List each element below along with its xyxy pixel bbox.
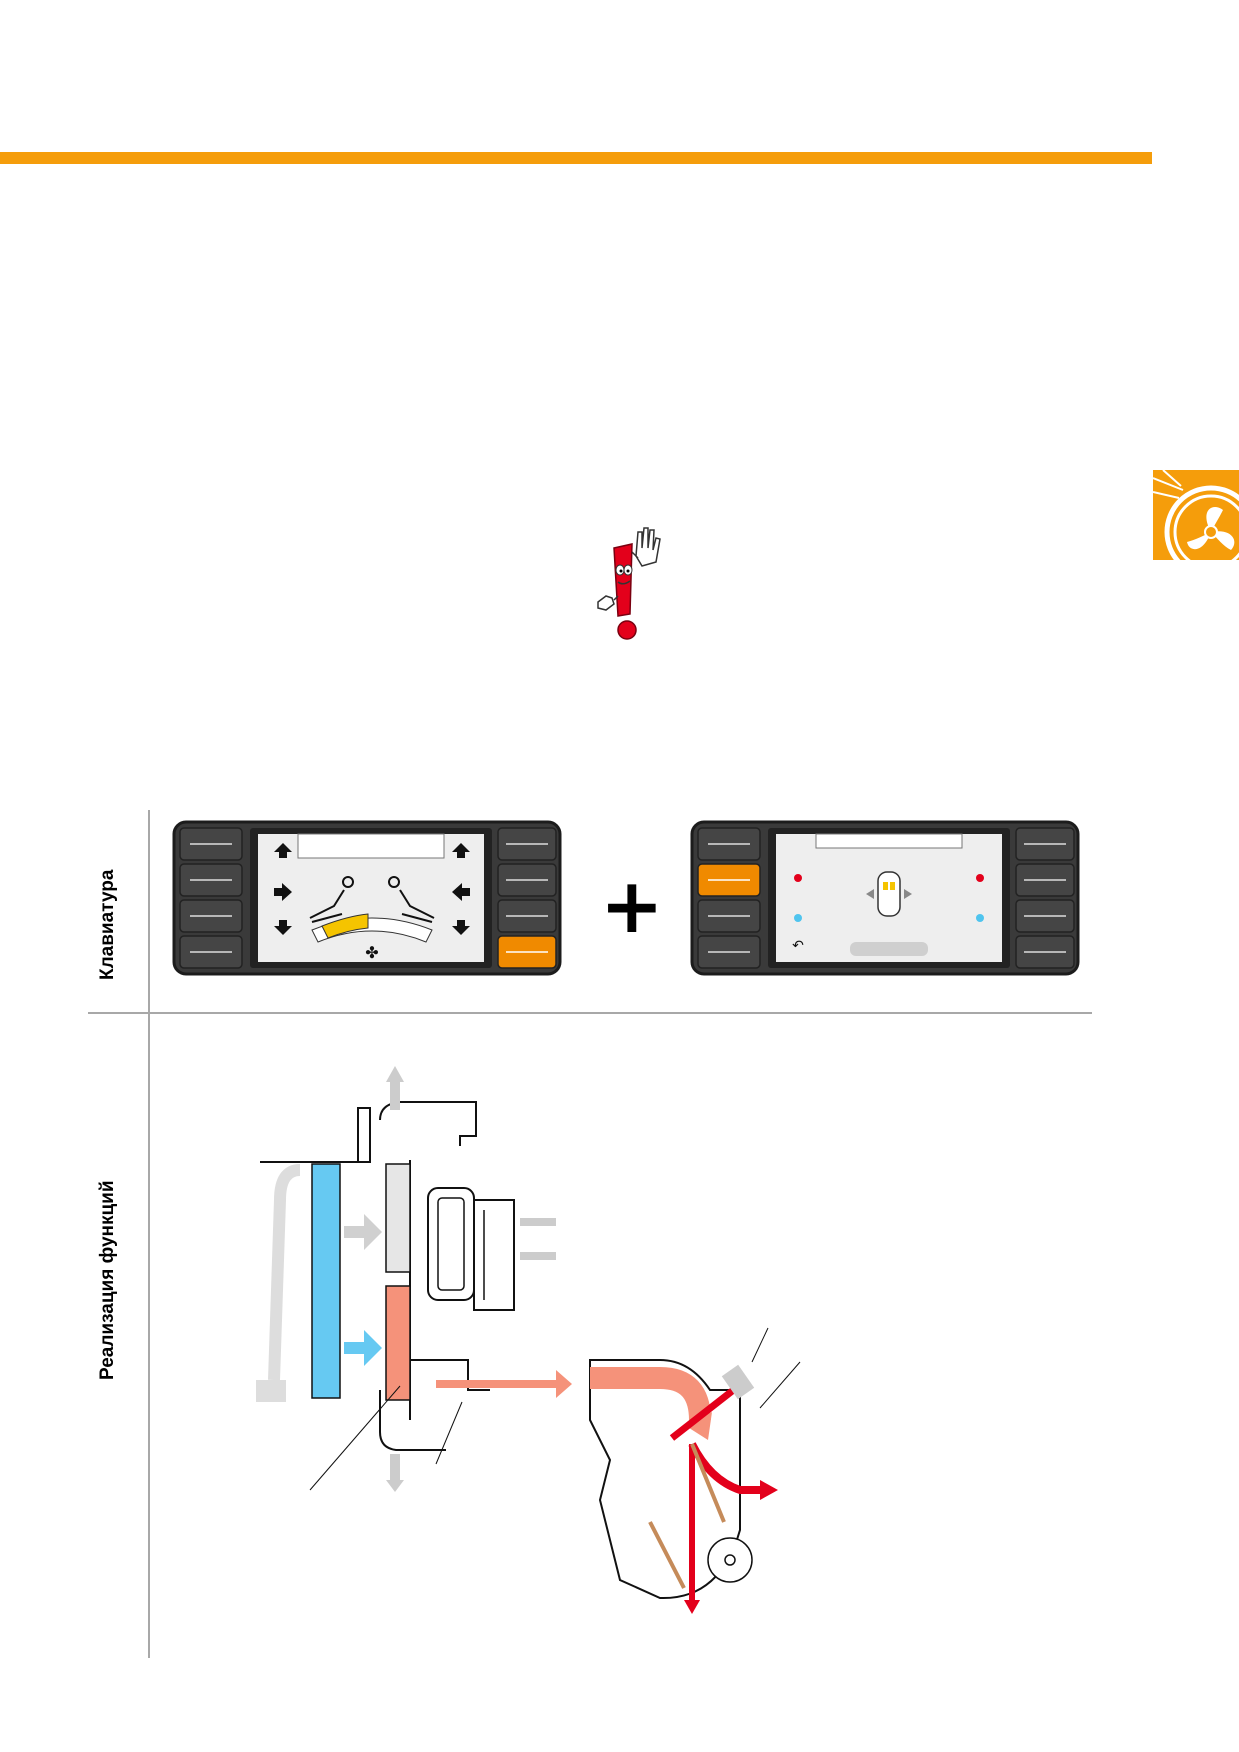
- row-divider: [88, 1012, 1092, 1014]
- cold-air-arrow: [344, 1330, 382, 1366]
- bypass-air-arrow: [344, 1214, 382, 1250]
- fan-icon: ✤: [365, 943, 378, 962]
- fan-speed-scale: [311, 913, 433, 943]
- heat-indicator-right: [976, 874, 984, 882]
- column-divider-top: [148, 810, 150, 1012]
- row-label-keyboard: Клавиатура: [97, 869, 118, 980]
- warning-mascot: [592, 526, 662, 642]
- air-distribution-diagram: [240, 1060, 820, 1630]
- climate-control-panel: ✤: [172, 818, 564, 978]
- heater-core: [385, 1285, 411, 1401]
- back-arrow-icon: ↶: [792, 938, 804, 954]
- mixing-flap: [669, 1385, 739, 1441]
- heater-bypass: [385, 1163, 411, 1273]
- fan-icon: [1152, 469, 1239, 579]
- column-divider-bottom: [148, 1014, 150, 1658]
- car-top-view-icon: [866, 871, 912, 917]
- mixed-air-flow-arrow: [590, 1367, 711, 1421]
- seat-icons: [309, 876, 435, 923]
- cool-indicator-right: [976, 914, 984, 922]
- cool-indicator-left: [794, 914, 802, 922]
- section-tab[interactable]: [1152, 469, 1239, 579]
- seat-heating-panel: ↶: [690, 818, 1082, 978]
- row-label-functions: Реализация функций: [97, 1180, 118, 1380]
- header-accent-bar: [0, 152, 1152, 164]
- evaporator: [311, 1163, 341, 1399]
- exclamation-mascot-icon: [597, 527, 661, 640]
- warm-air-arrow: [436, 1370, 572, 1398]
- heat-indicator-left: [794, 874, 802, 882]
- combine-symbol: +: [600, 861, 664, 950]
- air-direction-arrows: [274, 843, 470, 935]
